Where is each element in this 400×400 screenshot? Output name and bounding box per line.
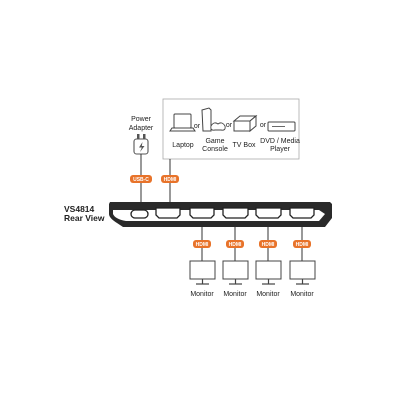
game-console-label-line1: Game: [205, 138, 224, 145]
dvd-label-line1: DVD / Media: [260, 138, 300, 145]
monitor-label-4: Monitor: [290, 291, 314, 298]
dvd-label-line2: Player: [270, 146, 291, 153]
output-4: HDMI Monitor: [289, 227, 316, 298]
tv-box-label: TV Box: [233, 142, 256, 149]
hdmi-output-tag-4-text: HDMI: [296, 242, 309, 248]
or-separator-3: or: [260, 122, 267, 129]
monitor-icon-1: [189, 260, 216, 285]
output-3: HDMI Monitor: [255, 227, 282, 298]
hdmi-output-tag-3: [259, 240, 277, 248]
tv-box-icon: [232, 114, 258, 133]
or-separator-2: or: [226, 122, 233, 129]
output-1: HDMI Monitor: [189, 227, 216, 298]
monitor-label-3: Monitor: [256, 291, 280, 298]
monitor-icon-2: [222, 260, 249, 285]
power-plug-icon: [133, 134, 149, 155]
monitor-label-1: Monitor: [190, 291, 214, 298]
hdmi-in-port: [155, 207, 181, 219]
usb-c-port: [130, 209, 149, 219]
source-devices-box: Laptop or Game Console or TV Box or DVD …: [162, 98, 300, 160]
hdmi-output-tag-4: [293, 240, 311, 248]
usb-c-tag: USB-C: [130, 175, 152, 183]
power-adapter: Power Adapter: [129, 116, 154, 175]
laptop-icon: [169, 113, 196, 132]
hdmi-output-tag-3-text: HDMI: [262, 242, 275, 248]
device-rear-panel: [109, 202, 332, 227]
hdmi-output-tag-1: [193, 240, 211, 248]
monitor-label-2: Monitor: [223, 291, 247, 298]
hdmi-out-port-1: [189, 207, 215, 219]
hdmi-output-tag-2: [226, 240, 244, 248]
hdmi-out-port-2: [222, 207, 249, 219]
hdmi-input-tag-text: HDMI: [164, 177, 177, 183]
hdmi-input-tag: HDMI: [161, 175, 179, 183]
game-console-icon: [201, 107, 226, 132]
laptop-label: Laptop: [172, 142, 194, 149]
hdmi-out-port-4: [289, 207, 315, 219]
power-adapter-label-line1: Power: [131, 116, 152, 123]
device-model-label: VS4814: [64, 204, 95, 214]
dvd-player-icon: [267, 121, 296, 132]
hdmi-out-port-3: [255, 207, 282, 219]
power-adapter-label-line2: Adapter: [129, 125, 154, 132]
game-console-label-line2: Console: [202, 146, 228, 153]
output-2: HDMI Monitor: [222, 227, 249, 298]
monitor-icon-4: [289, 260, 316, 285]
usb-c-tag-text: USB-C: [133, 177, 149, 183]
monitor-icon-3: [255, 260, 282, 285]
device-view-label: Rear View: [64, 213, 105, 223]
hdmi-output-tag-2-text: HDMI: [229, 242, 242, 248]
hdmi-output-tag-1-text: HDMI: [196, 242, 209, 248]
or-separator-1: or: [194, 123, 201, 130]
